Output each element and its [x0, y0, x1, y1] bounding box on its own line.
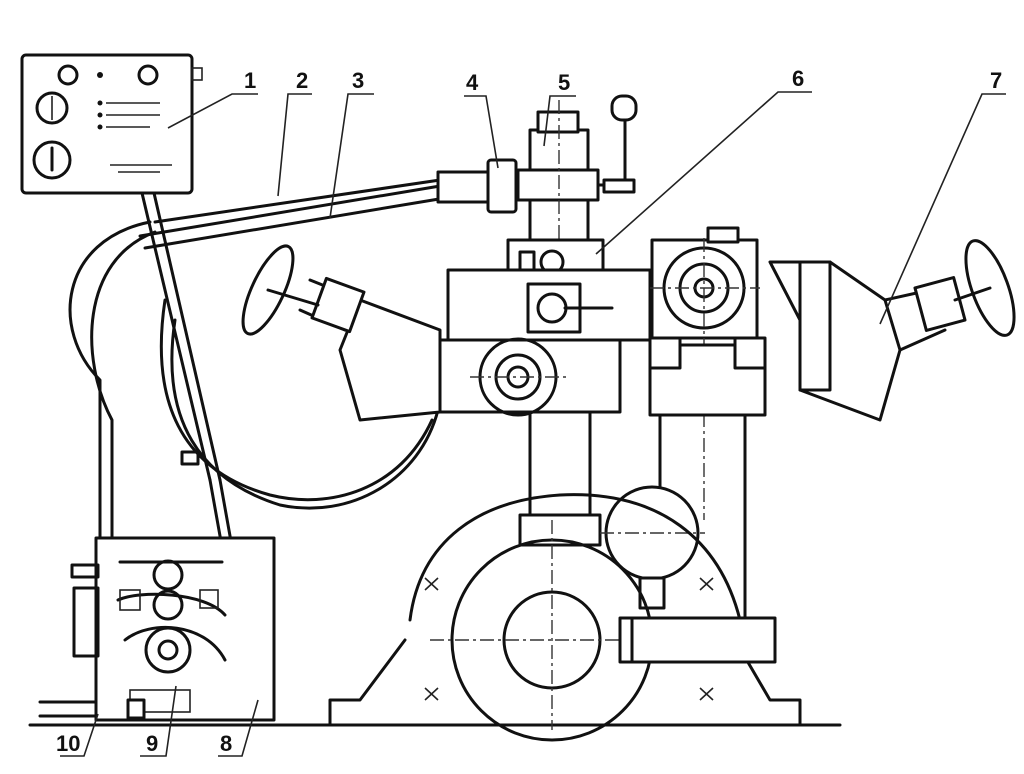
generator-unit	[38, 536, 276, 722]
left-valve	[241, 244, 442, 422]
hose-2-3	[138, 158, 518, 250]
pump-columns	[518, 410, 747, 642]
control-box	[20, 53, 203, 195]
callout-10: 10	[56, 731, 80, 756]
callout-7: 7	[990, 68, 1002, 93]
cables	[68, 220, 440, 696]
callout-2: 2	[296, 68, 308, 93]
engine-base	[328, 493, 802, 742]
right-valve	[768, 239, 1016, 422]
callout-6: 6	[792, 66, 804, 91]
callout-8: 8	[220, 731, 232, 756]
valve-block	[516, 94, 638, 345]
callout-leaders	[60, 91, 1006, 757]
right-housing	[648, 226, 767, 520]
pressure-gauge	[600, 485, 705, 610]
callout-9: 9	[146, 731, 158, 756]
pump-housing	[436, 268, 652, 417]
callout-5: 5	[558, 70, 570, 95]
callout-labels: 1 2 3 4 5 6 7 8 9 10	[56, 66, 1002, 756]
callout-1: 1	[244, 68, 256, 93]
callout-4: 4	[466, 70, 479, 95]
callout-3: 3	[352, 68, 364, 93]
